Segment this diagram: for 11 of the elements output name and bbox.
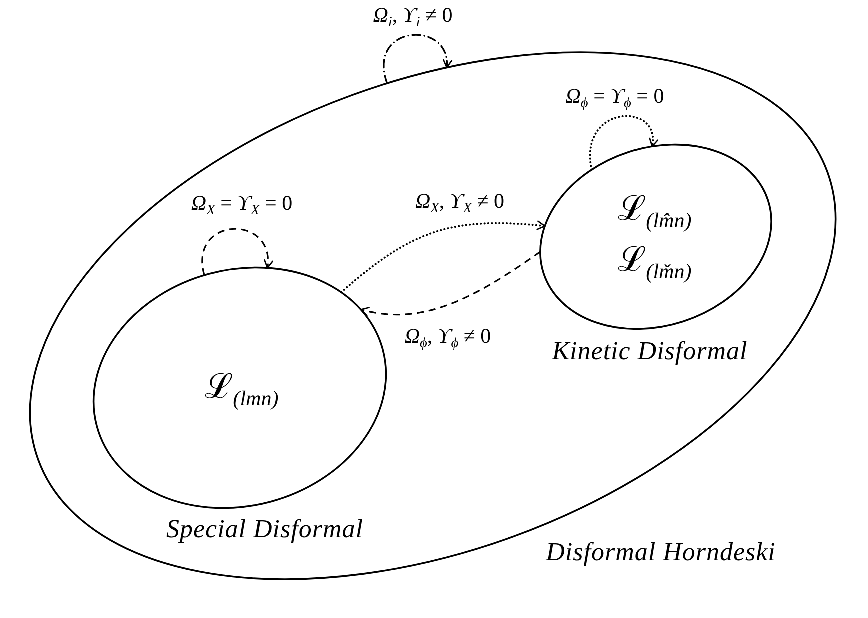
curved-dashed-arrow: [360, 251, 541, 316]
curved-dotted-arrow: [340, 220, 546, 294]
loop-dash-dot-arrow: [383, 34, 452, 84]
lagrangian-formula: ℒ$_{(lm̂n)}$: [618, 191, 692, 233]
loop-dotted-arrow: [589, 115, 658, 171]
set-name: Disformal Horndeski: [546, 538, 776, 568]
lagrangian-formula: ℒ$_{(lm̌n)}$: [618, 242, 692, 284]
loop-dashed-arrow: [202, 228, 273, 276]
set-name: Special Disformal: [166, 516, 364, 544]
lagrangian-formula: ℒ$_{(lmn)}$: [205, 369, 279, 411]
set-name: Kinetic Disformal: [552, 338, 748, 366]
